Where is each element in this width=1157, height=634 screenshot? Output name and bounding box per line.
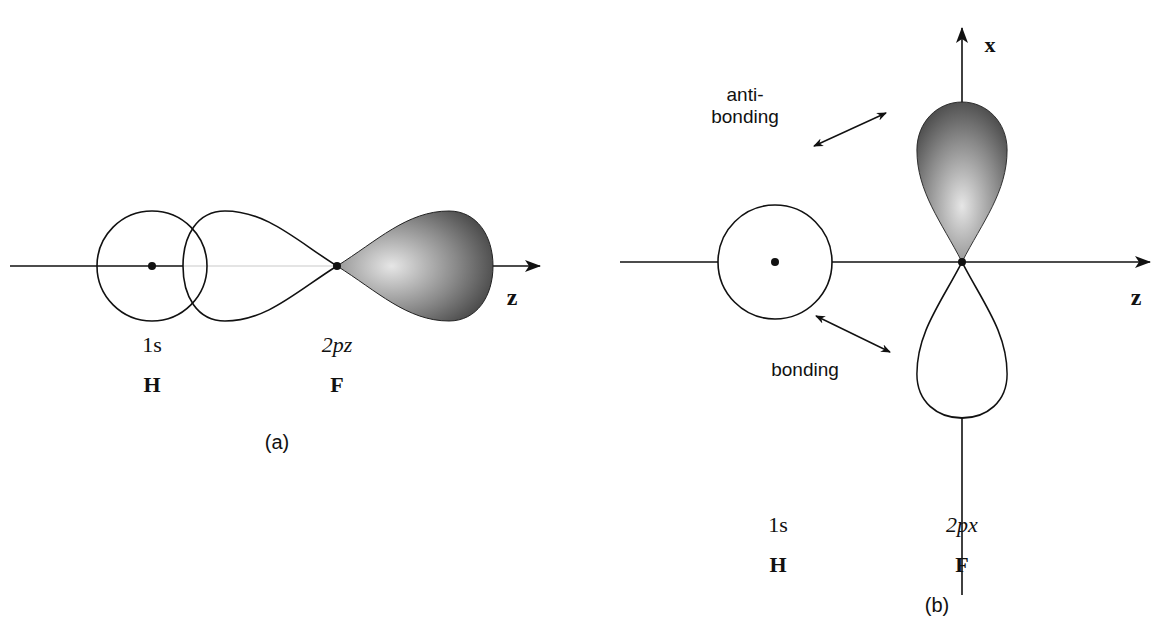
annotation: bonding xyxy=(771,359,839,381)
panel-label: (b) xyxy=(925,594,949,617)
h-1s-orbital xyxy=(718,205,832,319)
axis-label: z xyxy=(507,284,518,312)
axis-label: z xyxy=(1131,284,1142,312)
orbital-label: 1s xyxy=(768,512,788,537)
f-2pz-orbital xyxy=(183,211,493,321)
double-arrow xyxy=(814,113,886,146)
panel-label: (a) xyxy=(265,431,289,454)
h-1s-orbital xyxy=(97,211,207,321)
axis-label: x xyxy=(985,32,996,57)
annotation: anti- bonding xyxy=(703,84,787,128)
orbital-label: 1s xyxy=(142,332,162,357)
z-axis xyxy=(620,261,1150,263)
atom-label: F xyxy=(330,372,343,397)
atom-label: H xyxy=(143,372,160,397)
h-nucleus xyxy=(148,262,156,270)
orbital-label: 2px xyxy=(946,512,978,537)
orbital-label: 2pz xyxy=(322,332,353,357)
h-nucleus xyxy=(771,258,779,266)
atom-label: H xyxy=(769,552,786,577)
f-2px-orbital xyxy=(917,102,1007,418)
double-arrow xyxy=(816,316,890,352)
f-nucleus xyxy=(958,258,966,266)
f-nucleus xyxy=(333,262,341,270)
atom-label: F xyxy=(955,552,968,577)
